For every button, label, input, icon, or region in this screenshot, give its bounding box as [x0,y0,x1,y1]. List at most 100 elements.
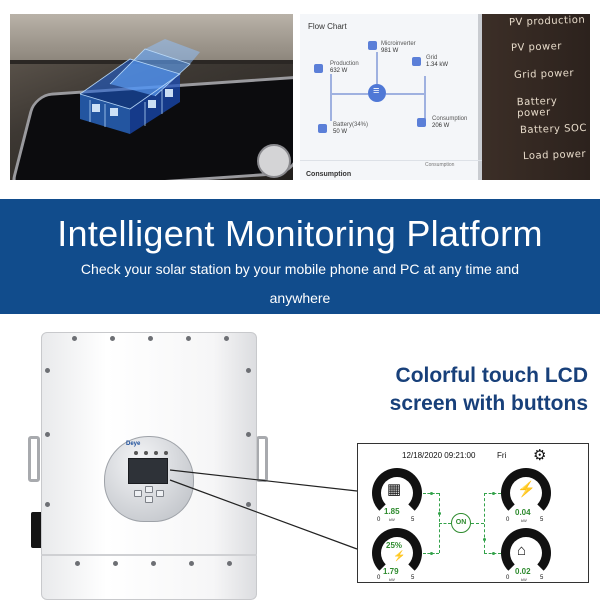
lcd-heading-line1: Colorful touch LCD [395,364,588,387]
production-label: Production [330,61,359,67]
battery-scale-min: 0 [377,575,381,581]
flow-dash [439,523,451,524]
pv-gauge [372,468,422,518]
inverter-screw [75,561,80,566]
flow-line [376,52,378,84]
inverter-screw [227,561,232,566]
status-led [154,451,158,455]
flow-dash [484,493,485,553]
on-status-badge[interactable]: ON [451,513,471,533]
panel-button-up[interactable] [145,486,153,493]
inverter-seam [41,554,257,556]
grid-value: 1.34 kW [426,62,449,68]
app-chalkboard-photo: Flow Chart Microinverter 981 W Productio… [300,14,590,180]
load-unit: kW [521,577,527,582]
inverter-screw [151,561,156,566]
microinverter-value: 981 W [381,48,399,54]
flow-dot [438,512,441,515]
grid-value: 0.04 [515,508,531,517]
grid-scale-min: 0 [506,517,510,523]
load-gauge [501,528,551,578]
production-value: 632 W [330,68,348,74]
flow-dot [492,552,495,555]
tablet-home-button [257,144,291,178]
pv-scale-max: 5 [411,517,415,523]
phone-app-screen: Flow Chart Microinverter 981 W Productio… [300,14,482,180]
grid-gauge [501,468,551,518]
flow-dot [430,552,433,555]
monitoring-banner: Intelligent Monitoring Platform Check yo… [0,199,600,314]
battery-scale-max: 5 [411,575,415,581]
inverter-screw [72,336,77,341]
inverter-screw [186,336,191,341]
battery-charge-icon: ⚡ [393,551,406,562]
grid-tower-icon: ⚡ [517,481,536,498]
load-value: 0.02 [515,567,531,576]
banner-title: Intelligent Monitoring Platform [57,213,543,254]
flow-line [386,93,426,95]
inverter-screw [189,561,194,566]
pv-scale-min: 0 [377,517,381,523]
flow-line [330,74,332,94]
flow-dot [430,492,433,495]
panel-button-down[interactable] [145,496,153,503]
consumption-label: Consumption [432,116,468,122]
flow-line [330,93,368,95]
inverter-screw [246,368,251,373]
inverter-screw [246,432,251,437]
battery-gauge [372,528,422,578]
inverter-brand-logo: Deye [126,441,141,447]
inverter-screw [224,336,229,341]
grid-icon [412,57,421,66]
inverter-screw [148,336,153,341]
hologram-house-icon [79,39,200,134]
inverter-screw [45,502,50,507]
inverter-screw [45,432,50,437]
app-divider [300,160,482,180]
panel-button-enter[interactable] [156,490,164,497]
battery-icon [318,124,327,133]
status-led [164,451,168,455]
consumption-value: 206 W [432,123,450,129]
flow-dot [492,492,495,495]
tablet-house-photo [10,14,293,180]
flow-dash [471,523,484,524]
panel-button-esc[interactable] [134,490,142,497]
pv-unit: kW [389,517,395,522]
solar-panel-icon: ▦ [387,481,402,498]
inverter-lcd-display[interactable] [128,458,168,484]
flow-line [330,95,332,121]
load-scale-min: 0 [506,575,510,581]
pv-value: 1.85 [384,507,400,516]
status-led [134,451,138,455]
flow-line [424,95,426,119]
load-scale-max: 5 [540,575,544,581]
status-led [144,451,148,455]
flow-line [424,76,426,94]
lcd-heading-line2: screen with buttons [389,392,588,415]
grid-label: Grid [426,55,438,61]
settings-gear-icon[interactable]: ⚙ [533,447,547,464]
grid-scale-max: 5 [540,517,544,523]
inverter-left-handle [28,436,40,482]
banner-subtitle: Check your solar station by your mobile … [80,261,520,306]
inverter-screw [110,336,115,341]
flow-dot [483,538,486,541]
consumption-tab[interactable]: Consumption [306,171,352,178]
home-icon: ⌂ [517,542,527,559]
battery-value: 1.79 [383,567,399,576]
flow-hub-icon [368,84,386,102]
microinverter-label: Microinverter [381,41,416,47]
battery-unit: kW [389,577,395,582]
battery-percent: 25% [386,541,403,550]
consumption-icon [417,118,426,127]
battery-value: 50 W [333,129,348,135]
inverter-screw [113,561,118,566]
microinverter-icon [368,41,377,50]
consumption-link[interactable]: Consumption [425,162,455,168]
lcd-feature-heading: Colorful touch LCD screen with buttons [318,362,588,418]
production-icon [314,64,323,73]
battery-label: Battery(34%) [333,122,369,128]
flow-chart-title: Flow Chart [308,22,347,31]
